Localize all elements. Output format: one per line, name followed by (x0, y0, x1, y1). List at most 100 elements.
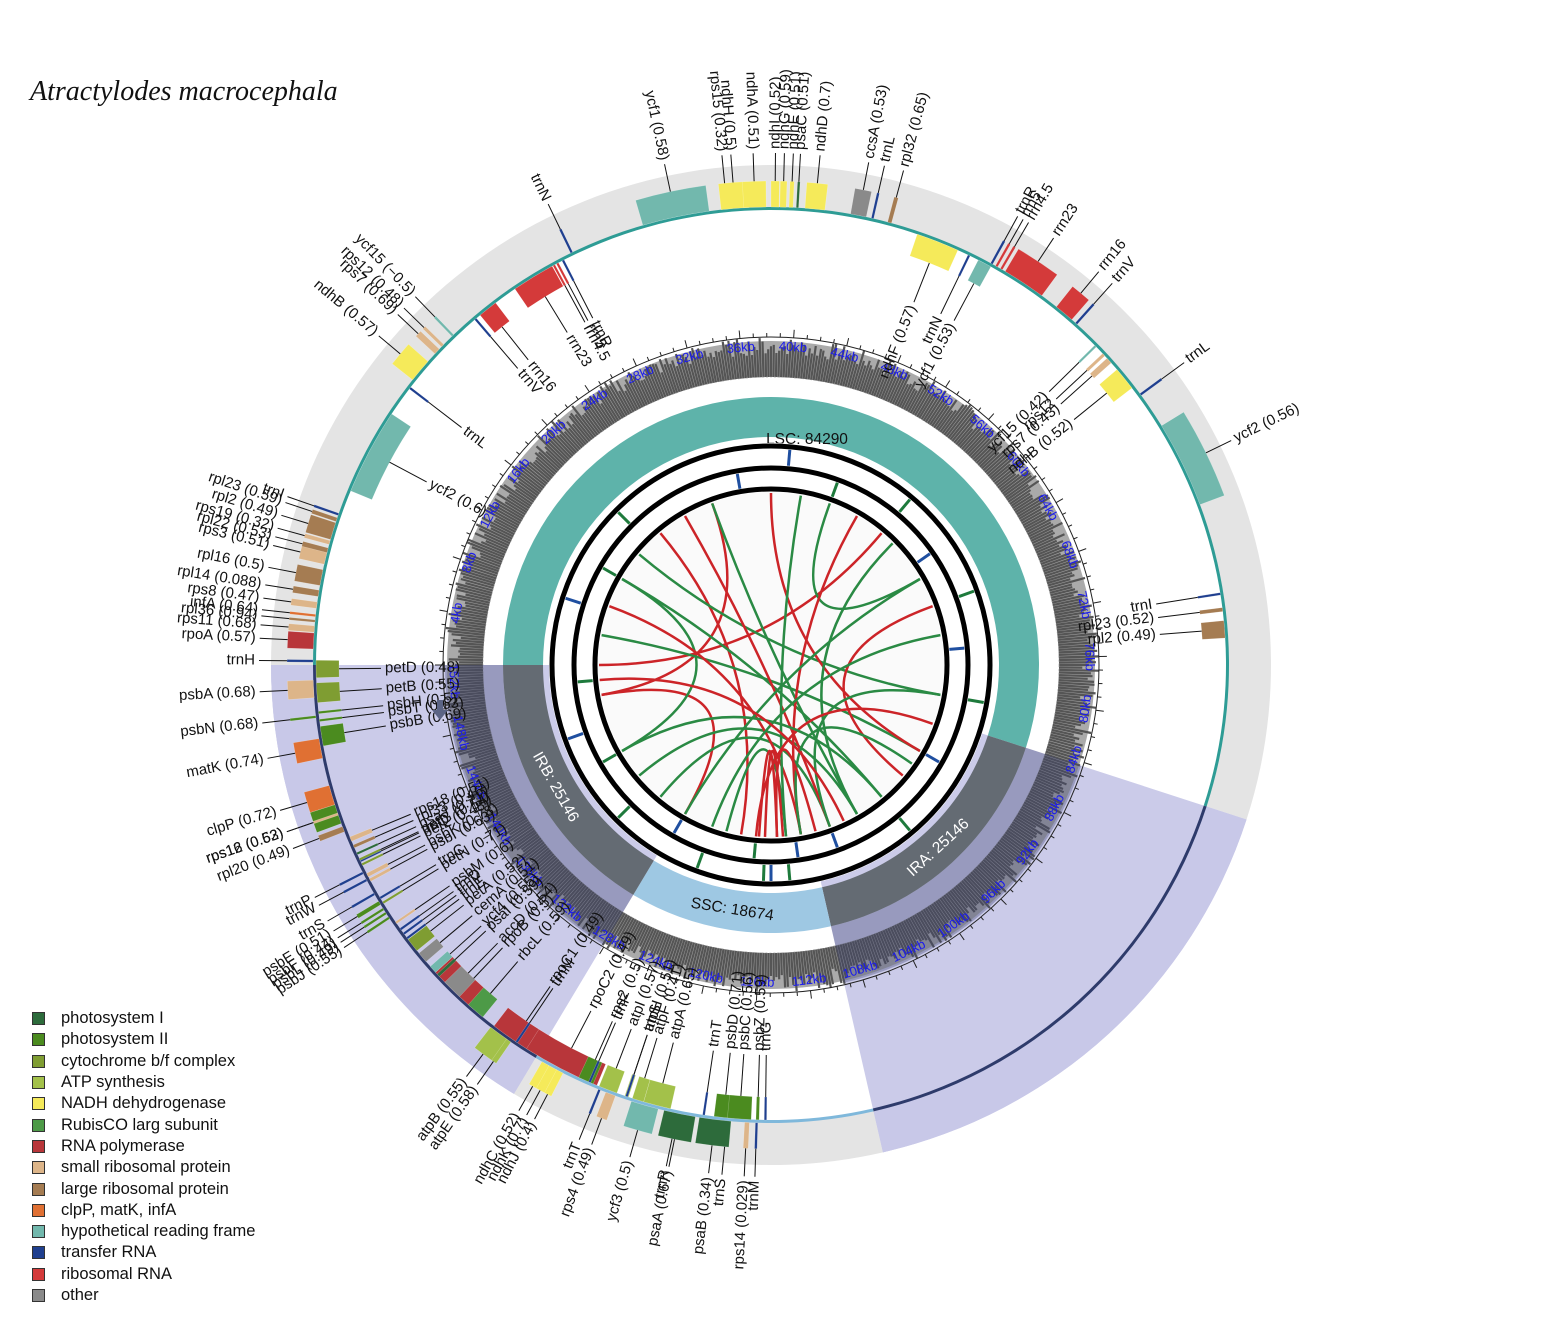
scale-tick (1090, 588, 1095, 591)
legend-item: photosystem II (32, 1029, 255, 1050)
scale-tick (445, 596, 450, 599)
gene-leader (439, 915, 473, 944)
gene-leader (953, 283, 975, 321)
legend-item: RNA polymerase (32, 1136, 255, 1157)
gene-leader (333, 916, 358, 932)
gene-block (444, 965, 476, 998)
gene-label: petB (0.55) (385, 675, 460, 696)
gene-block (287, 630, 315, 650)
gene-leader (261, 609, 290, 614)
legend-swatch (32, 1076, 45, 1090)
gene-label: ycf2 (0.56) (1231, 400, 1302, 446)
gene-block (552, 264, 567, 287)
kb-tick-label: 4kb (447, 601, 465, 624)
legend-item: clpP, matK, infA (32, 1200, 255, 1221)
repeat-link (638, 727, 859, 815)
repeat-mark (735, 473, 742, 489)
kb-tick-label: 72kb (1074, 590, 1094, 621)
gene-block (317, 826, 345, 842)
scale-tick (527, 887, 532, 892)
gene-leader (529, 988, 554, 1024)
scale-tick (836, 986, 839, 991)
scale-tick (1025, 452, 1033, 459)
gene-leader (725, 1052, 731, 1095)
gene-leader (449, 925, 482, 955)
scale-tick (998, 425, 1002, 429)
gene-label: rps14 (0.029) (730, 1180, 752, 1270)
backbone-ssc (535, 1055, 874, 1123)
repeat-mark (794, 842, 800, 858)
gene-label: ycf1 (0.58) (641, 89, 672, 162)
repeat-mark (761, 864, 766, 881)
gene-leader (594, 1021, 613, 1060)
gene-leader (1080, 271, 1100, 294)
gene-leader (895, 170, 904, 198)
scale-tick (452, 570, 457, 573)
gene-leader (427, 401, 462, 428)
scale-tick (648, 970, 653, 979)
repeat-link (599, 677, 845, 822)
gene-block (402, 918, 424, 936)
gene-leader (476, 1061, 494, 1085)
scale-tick (1055, 498, 1064, 504)
gene-label: trnN (527, 171, 555, 204)
gene-leader (1037, 237, 1055, 262)
gene-block (368, 867, 392, 882)
gene-leader (1003, 216, 1019, 242)
gene-leader (1060, 375, 1093, 405)
gene-label: ndhG (0.59) (775, 69, 794, 149)
gene-leader (422, 894, 457, 921)
gene-block (350, 892, 376, 909)
scale-tick (1016, 445, 1021, 449)
gene-block (286, 659, 314, 663)
scale-tick (1033, 466, 1038, 470)
legend-item: large ribosomal protein (32, 1178, 255, 1199)
gene-label: ndhE (0.51) (784, 71, 804, 150)
gene-leader (340, 926, 365, 943)
gene-leader (940, 275, 960, 315)
legend-swatch (32, 1161, 45, 1175)
gene-label: matK (0.74) (185, 750, 265, 781)
gene-block (293, 738, 323, 764)
scale-tick (715, 988, 718, 993)
gene-label: psbN (0.68) (179, 714, 259, 740)
gene-leader (1073, 392, 1108, 420)
gene-leader (260, 624, 289, 628)
gene-block (850, 188, 872, 218)
gene-block (474, 1026, 508, 1061)
gene-label: psbA (0.68) (179, 683, 257, 704)
scale-tick (471, 519, 477, 523)
repeat-mark (830, 482, 839, 498)
gene-leader (1158, 611, 1200, 618)
scale-tick (491, 484, 496, 488)
gene-label: ycf3 (0.5) (603, 1159, 637, 1224)
gene-block (1085, 353, 1106, 372)
scale-tick (977, 407, 982, 412)
gene-block (363, 911, 388, 929)
gene-block (788, 181, 795, 208)
gene-block (631, 1076, 651, 1103)
legend-item: NADH dehydrogenase (32, 1093, 255, 1114)
repeat-mark (567, 731, 584, 741)
gc-midline (482, 376, 1060, 954)
kb-tick-label: 152kb (446, 663, 463, 699)
gene-block (287, 679, 315, 700)
legend-swatch (32, 1012, 45, 1026)
scale-tick (924, 954, 928, 959)
gene-leader (743, 1148, 747, 1177)
scale-tick (909, 364, 913, 369)
scale-tick (1048, 488, 1053, 492)
gene-leader (377, 826, 417, 845)
scale-tick (675, 979, 678, 984)
gene-label: trnI (1129, 596, 1153, 616)
scale-tick (1009, 888, 1014, 893)
kb-tick-label: 112kb (791, 970, 827, 989)
gene-leader (662, 1042, 674, 1084)
gene-block (625, 1074, 636, 1098)
repeat-mark (565, 596, 582, 605)
gene-label: trnG (757, 1022, 774, 1051)
scale-tick (1068, 524, 1073, 528)
legend-item: transfer RNA (32, 1242, 255, 1263)
gene-ring-ssc (513, 1056, 883, 1165)
scale-tick (1007, 435, 1012, 439)
